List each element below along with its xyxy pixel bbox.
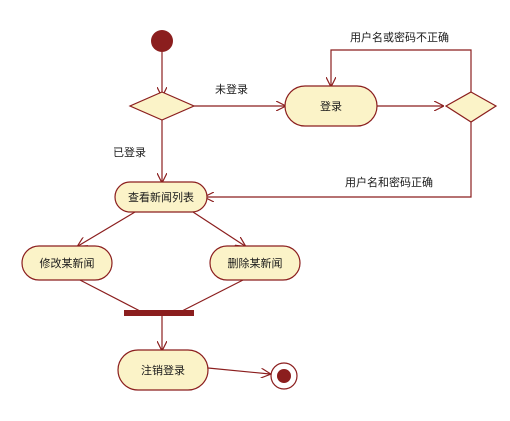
edge-news-list-to-delete (192, 211, 245, 246)
edge-label-credentials-incorrect: 用户名或密码不正确 (350, 30, 449, 44)
action-delete-news (209, 245, 301, 281)
edge-check-back-to-login (331, 49, 472, 92)
decision-node-credentials-check (444, 91, 498, 123)
edge-check-to-news-list (205, 122, 472, 197)
action-edit-news-label: 修改某新闻 (40, 256, 95, 270)
initial-node (151, 30, 173, 52)
final-node-core (277, 369, 291, 383)
edge-delete-to-join (181, 278, 246, 312)
edge-edit-to-join (77, 278, 141, 312)
edge-label-logged-in: 已登录 (113, 145, 146, 159)
action-logout-label: 注销登录 (141, 363, 185, 377)
action-login-label: 登录 (320, 99, 342, 113)
action-view-news-list (114, 181, 208, 213)
action-login (284, 85, 378, 127)
action-view-news-list-label: 查看新闻列表 (128, 190, 194, 204)
action-edit-news (21, 245, 113, 281)
edge-label-not-logged-in: 未登录 (215, 82, 248, 96)
edge-news-list-to-edit (78, 211, 136, 246)
join-bar (124, 310, 194, 316)
edge-label-credentials-correct: 用户名和密码正确 (345, 175, 433, 189)
edge-logout-to-end (207, 367, 270, 374)
decision-node-login-status (128, 91, 196, 121)
action-logout (117, 349, 209, 391)
action-delete-news-label: 删除某新闻 (228, 256, 283, 270)
